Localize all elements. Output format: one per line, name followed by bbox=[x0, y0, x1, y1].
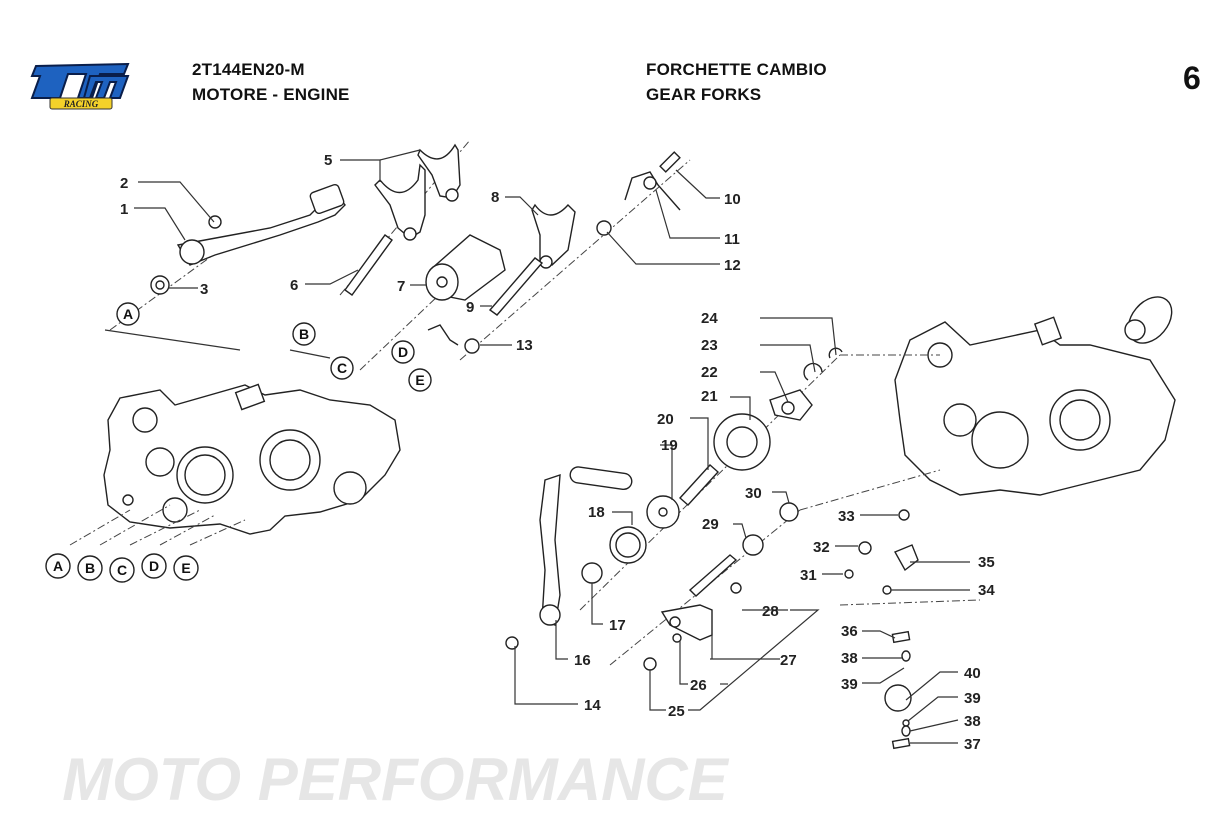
shafts bbox=[344, 234, 544, 316]
detent-parts bbox=[427, 151, 681, 354]
callout-1: 1 bbox=[120, 201, 128, 218]
callout-29: 29 bbox=[702, 516, 719, 533]
svg-text:C: C bbox=[337, 360, 347, 376]
svg-text:A: A bbox=[53, 558, 63, 574]
svg-text:C: C bbox=[117, 562, 127, 578]
marker-e-bottom: E bbox=[173, 555, 199, 581]
logo-racing-text: RACING bbox=[63, 99, 99, 109]
callout-34: 34 bbox=[978, 582, 995, 599]
callout-39-bottom: 39 bbox=[964, 690, 981, 707]
gear-forks bbox=[374, 143, 576, 269]
marker-b-top: B bbox=[292, 322, 316, 346]
callout-39-top: 39 bbox=[841, 676, 858, 693]
selector-drum bbox=[425, 234, 506, 301]
callout-30: 30 bbox=[745, 485, 762, 502]
svg-text:E: E bbox=[181, 560, 190, 576]
callout-35: 35 bbox=[978, 554, 995, 571]
marker-c-bottom: C bbox=[109, 557, 135, 583]
callout-26: 26 bbox=[690, 677, 707, 694]
tm-racing-logo: RACING bbox=[30, 62, 130, 110]
callout-24: 24 bbox=[701, 310, 718, 327]
crankcase-right bbox=[894, 296, 1176, 496]
callout-10: 10 bbox=[724, 191, 741, 208]
callout-5: 5 bbox=[324, 152, 332, 169]
page-number: 6 bbox=[1183, 60, 1201, 96]
crankcase-left bbox=[103, 383, 401, 535]
callout-21: 21 bbox=[701, 388, 718, 405]
callout-labels: 2 1 3 5 6 7 8 9 10 11 12 13 14 16 17 18 … bbox=[120, 152, 995, 753]
leader-lines bbox=[104, 149, 970, 744]
callout-23: 23 bbox=[701, 337, 718, 354]
callout-31: 31 bbox=[800, 567, 817, 584]
callout-12: 12 bbox=[724, 257, 741, 274]
callout-6: 6 bbox=[290, 277, 298, 294]
marker-d-bottom: D bbox=[141, 553, 167, 579]
callout-32: 32 bbox=[813, 539, 830, 556]
marker-a-top: A bbox=[116, 302, 140, 326]
callout-3: 3 bbox=[200, 281, 208, 298]
svg-text:E: E bbox=[415, 372, 424, 388]
model-code: 2T144EN20-M bbox=[192, 60, 305, 79]
callout-8: 8 bbox=[491, 189, 499, 206]
logo: RACING bbox=[28, 58, 136, 110]
callout-38-bottom: 38 bbox=[964, 713, 981, 730]
callout-37: 37 bbox=[964, 736, 981, 753]
callout-16: 16 bbox=[574, 652, 591, 669]
callout-36: 36 bbox=[841, 623, 858, 640]
watermark: MOTO PERFORMANCE bbox=[62, 746, 730, 813]
callout-25: 25 bbox=[668, 703, 685, 720]
callout-7: 7 bbox=[397, 278, 405, 295]
gear-shift-lever bbox=[150, 183, 346, 295]
callout-17: 17 bbox=[609, 617, 626, 634]
svg-text:D: D bbox=[398, 344, 408, 360]
svg-text:B: B bbox=[85, 560, 95, 576]
callout-2: 2 bbox=[120, 175, 128, 192]
callout-28: 28 bbox=[762, 603, 779, 620]
svg-text:B: B bbox=[299, 326, 309, 342]
small-parts bbox=[844, 509, 919, 750]
callout-14: 14 bbox=[584, 697, 601, 714]
section-label: MOTORE - ENGINE bbox=[192, 85, 350, 104]
svg-text:D: D bbox=[149, 558, 159, 574]
callout-40: 40 bbox=[964, 665, 981, 682]
marker-e-top: E bbox=[408, 368, 432, 392]
marker-b-bottom: B bbox=[77, 555, 103, 581]
callout-11: 11 bbox=[724, 231, 740, 248]
title-italian: FORCHETTE CAMBIO bbox=[646, 60, 827, 79]
title-english: GEAR FORKS bbox=[646, 85, 762, 104]
callout-27: 27 bbox=[780, 652, 797, 669]
callout-22: 22 bbox=[701, 364, 718, 381]
marker-a-bottom: A bbox=[45, 553, 71, 579]
reference-markers-bottom: A B C D E bbox=[45, 553, 199, 583]
marker-c-top: C bbox=[330, 356, 354, 380]
marker-d-top: D bbox=[391, 340, 415, 364]
callout-19: 19 bbox=[661, 437, 678, 454]
callout-20: 20 bbox=[657, 411, 674, 428]
callout-18: 18 bbox=[588, 504, 605, 521]
callout-33: 33 bbox=[838, 508, 855, 525]
callout-13: 13 bbox=[516, 337, 533, 354]
svg-text:A: A bbox=[123, 306, 133, 322]
callout-9: 9 bbox=[466, 299, 474, 316]
callout-38-top: 38 bbox=[841, 650, 858, 667]
reference-markers-top: A B C D E bbox=[116, 302, 432, 392]
